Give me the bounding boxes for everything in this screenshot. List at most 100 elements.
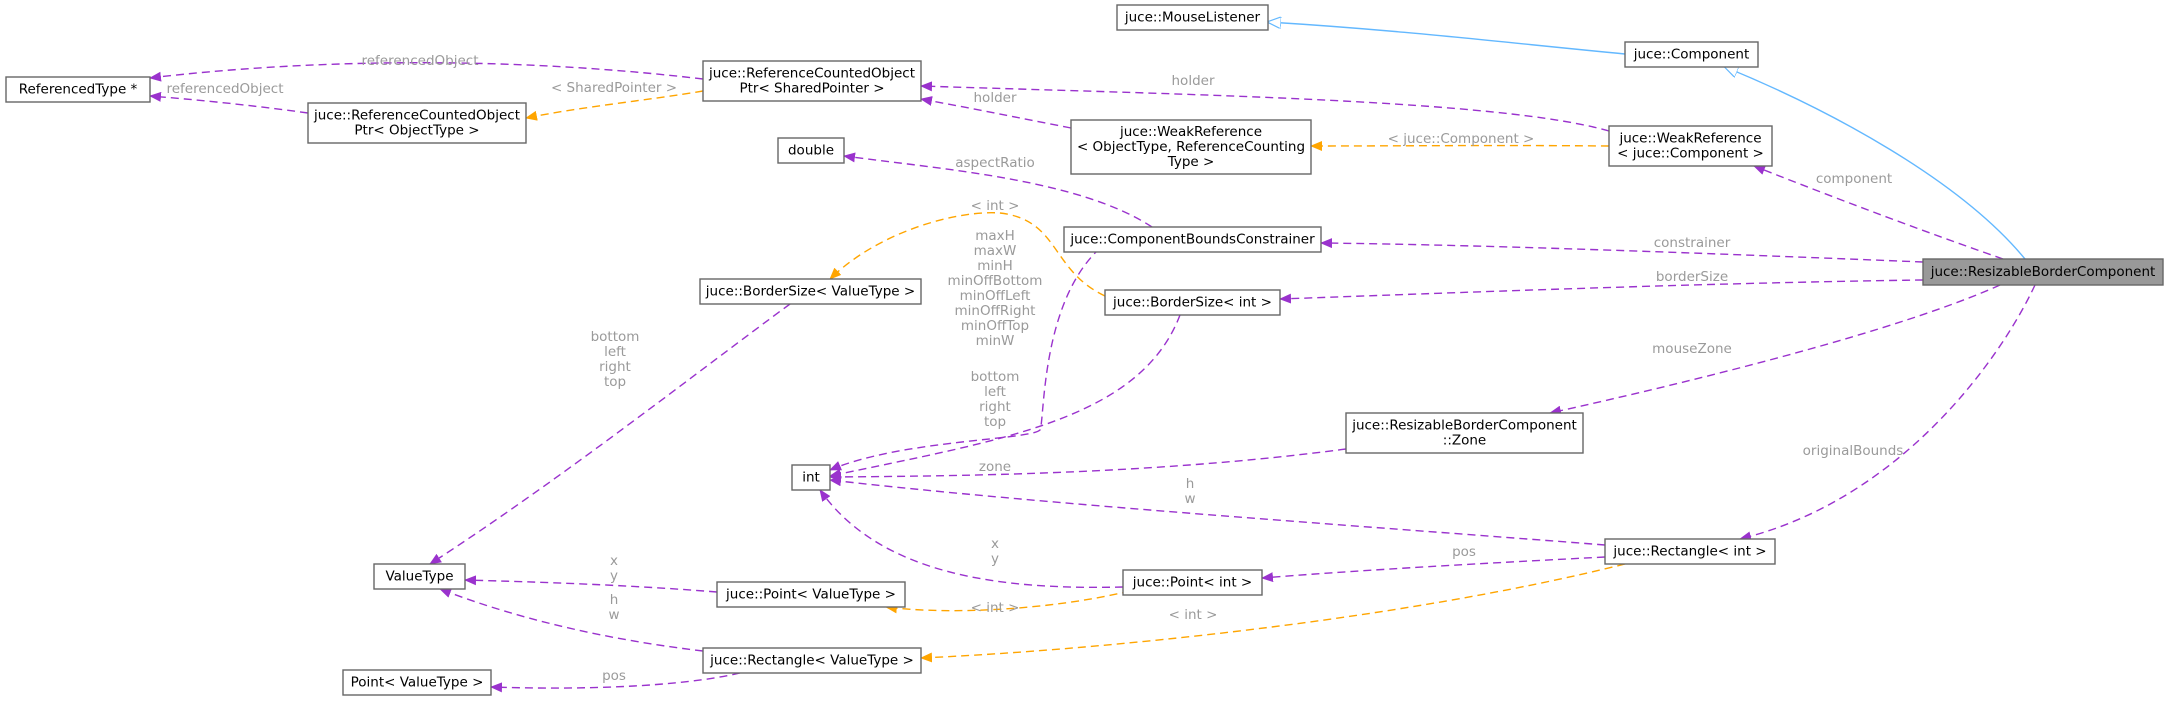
edge-int-to-point_int bbox=[819, 489, 1124, 589]
node-box[interactable] bbox=[791, 464, 831, 491]
node-component[interactable]: juce::Component bbox=[1624, 41, 1759, 68]
edge-point_int-to-rect_int bbox=[1261, 556, 1606, 583]
node-zone[interactable]: juce::ResizableBorderComponent::Zone bbox=[1345, 412, 1584, 454]
edge-point_vt_plain-to-rect_vt bbox=[490, 672, 741, 693]
edge-valuetype-to-bordersize_vt bbox=[429, 303, 791, 565]
node-label: Point< ValueType > bbox=[351, 675, 484, 691]
node-int[interactable]: int bbox=[791, 464, 831, 491]
edge-rect_vt-to-rect_int bbox=[920, 563, 1626, 663]
edge-label-line: top bbox=[604, 374, 626, 390]
edge-int-to-boundsconstrainer bbox=[829, 239, 1111, 471]
node-box[interactable] bbox=[702, 647, 922, 674]
node-box[interactable] bbox=[5, 76, 151, 103]
node-mouselistener[interactable]: juce::MouseListener bbox=[1116, 4, 1269, 31]
node-point_vt_plain[interactable]: Point< ValueType > bbox=[342, 669, 492, 696]
node-label: juce::Rectangle< int > bbox=[1612, 544, 1766, 560]
node-rect_vt[interactable]: juce::Rectangle< ValueType > bbox=[702, 647, 922, 674]
node-box[interactable] bbox=[716, 581, 906, 608]
edge-label-line: minH bbox=[977, 258, 1013, 274]
node-label: juce::WeakReference< ObjectType, Referen… bbox=[1077, 124, 1305, 170]
node-weakref_generic[interactable]: juce::WeakReference< ObjectType, Referen… bbox=[1070, 119, 1312, 175]
node-box[interactable] bbox=[1104, 289, 1281, 316]
node-double[interactable]: double bbox=[777, 137, 845, 164]
edge-label-line: holder bbox=[974, 90, 1017, 106]
node-box[interactable] bbox=[1070, 119, 1312, 175]
edge-label-refptr_object-to-refptr_shared: < SharedPointer > bbox=[551, 80, 677, 96]
node-bordersize_vt[interactable]: juce::BorderSize< ValueType > bbox=[699, 278, 922, 305]
edge-valuetype-to-point_vt bbox=[464, 575, 718, 593]
node-label: ValueType bbox=[385, 569, 453, 585]
node-box[interactable] bbox=[699, 278, 922, 305]
node-weakref_component[interactable]: juce::WeakReference< juce::Component > bbox=[1608, 125, 1773, 167]
node-valuetype[interactable]: ValueType bbox=[373, 563, 466, 590]
edge-label-line: < SharedPointer > bbox=[551, 80, 677, 96]
node-box[interactable] bbox=[1608, 125, 1773, 167]
node-box[interactable] bbox=[777, 137, 845, 164]
edge-mouselistener-to-component bbox=[1268, 22, 1626, 55]
edge-label-point_vt_plain-to-rect_vt: pos bbox=[602, 668, 626, 684]
edge-boundsconstrainer-to-resizable bbox=[1320, 238, 1924, 263]
node-resizable[interactable]: juce::ResizableBorderComponent bbox=[1922, 258, 2164, 286]
edge-label-line: bottom bbox=[971, 369, 1020, 385]
node-point_int[interactable]: juce::Point< int > bbox=[1122, 569, 1263, 596]
node-boundsconstrainer[interactable]: juce::ComponentBoundsConstrainer bbox=[1063, 226, 1322, 253]
edges-layer bbox=[149, 22, 2036, 693]
node-box[interactable] bbox=[1116, 4, 1269, 31]
edge-label-bordersize_vt-to-bordersize_int: < int > bbox=[971, 198, 1020, 214]
edge-component-to-resizable bbox=[1725, 67, 2026, 260]
node-bordersize_int[interactable]: juce::BorderSize< int > bbox=[1104, 289, 1281, 316]
edge-label-bordersize_int-to-resizable: borderSize bbox=[1656, 269, 1728, 285]
edge-label-line: < int > bbox=[971, 198, 1020, 214]
node-box[interactable] bbox=[1122, 569, 1263, 596]
edge-label-line: maxW bbox=[974, 243, 1017, 259]
node-rect_int[interactable]: juce::Rectangle< int > bbox=[1604, 538, 1776, 565]
node-label: juce::ResizableBorderComponent::Zone bbox=[1351, 418, 1577, 449]
node-box[interactable] bbox=[1063, 226, 1322, 253]
edge-label-weakref_component-to-resizable: component bbox=[1816, 171, 1892, 187]
edge-label-line: pos bbox=[602, 668, 626, 684]
node-label-line: juce::Point< int > bbox=[1132, 575, 1252, 591]
node-label-line: juce::WeakReference bbox=[1618, 131, 1761, 147]
edge-label-line: < int > bbox=[1169, 607, 1218, 623]
edge-label-line: originalBounds bbox=[1803, 443, 1904, 459]
node-box[interactable] bbox=[307, 102, 527, 144]
edge-label-refptr_shared-to-weakref_component: holder bbox=[1172, 73, 1215, 89]
node-label: double bbox=[788, 143, 834, 159]
node-point_vt[interactable]: juce::Point< ValueType > bbox=[716, 581, 906, 608]
edge-bordersize_vt-to-bordersize_int bbox=[829, 212, 1106, 297]
edge-valuetype-to-rect_vt bbox=[439, 588, 704, 652]
edge-label-line: referencedObject bbox=[167, 81, 284, 97]
node-box[interactable] bbox=[1604, 538, 1776, 565]
edge-point_vt-to-point_int bbox=[885, 590, 1131, 614]
node-box[interactable] bbox=[1922, 258, 2164, 286]
edge-label-line: < int > bbox=[971, 600, 1020, 616]
edge-bordersize_int-to-resizable bbox=[1279, 279, 1924, 304]
node-box[interactable] bbox=[1345, 412, 1584, 454]
node-box[interactable] bbox=[373, 563, 466, 590]
node-label-line: juce::Rectangle< int > bbox=[1612, 544, 1766, 560]
node-label-line: juce::ComponentBoundsConstrainer bbox=[1069, 232, 1315, 248]
edge-label-line: borderSize bbox=[1656, 269, 1728, 285]
edge-label-zone-to-resizable: mouseZone bbox=[1652, 341, 1732, 357]
edge-label-line: right bbox=[599, 359, 631, 375]
node-box[interactable] bbox=[342, 669, 492, 696]
edge-label-referencedtype-to-refptr_object: referencedObject bbox=[167, 81, 284, 97]
node-referencedtype[interactable]: ReferencedType * bbox=[5, 76, 151, 103]
edge-label-line: w bbox=[1184, 491, 1195, 507]
node-box[interactable] bbox=[1624, 41, 1759, 68]
edge-zone-to-resizable bbox=[1549, 284, 2001, 416]
edge-label-line: component bbox=[1816, 171, 1892, 187]
node-label-line: ::Zone bbox=[1443, 433, 1486, 449]
node-box[interactable] bbox=[702, 60, 922, 102]
node-label-line: juce::BorderSize< ValueType > bbox=[705, 284, 915, 300]
edge-refptr_object-to-refptr_shared bbox=[525, 90, 704, 121]
node-label-line: juce::ResizableBorderComponent bbox=[1351, 418, 1577, 434]
